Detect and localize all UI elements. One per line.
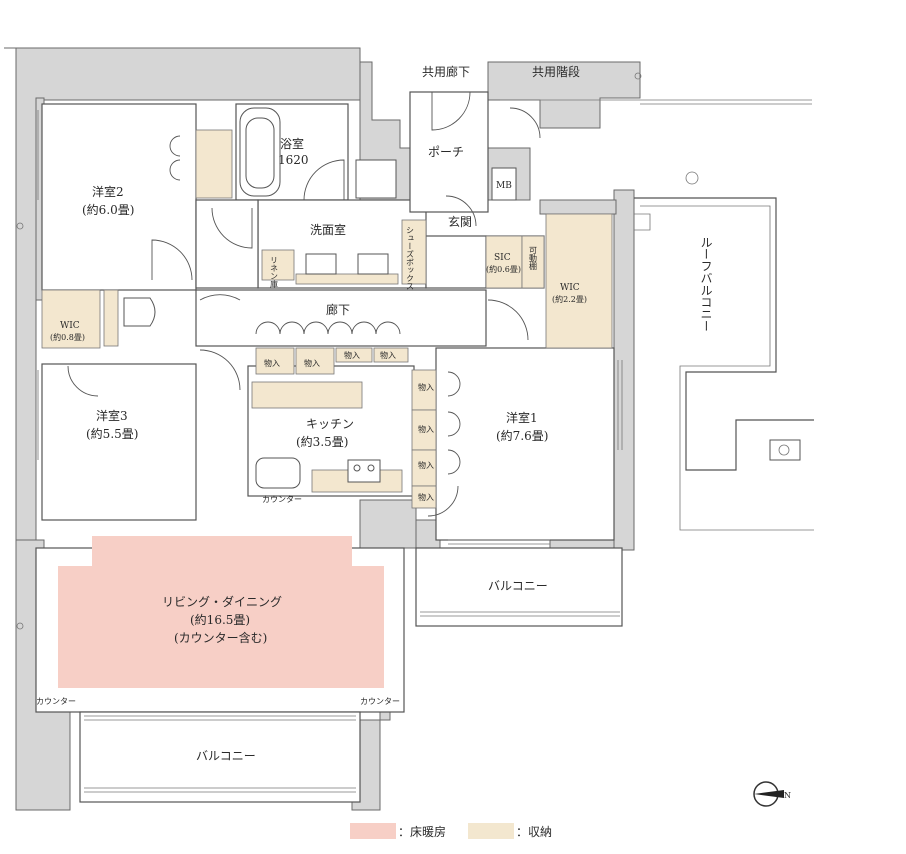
label-shoes-box: シューズボックス [406,226,415,290]
label-mb: MB [496,181,512,191]
label-storage-4: 物入 [380,350,396,360]
label-wic-main-size: (約2.2畳) [552,294,587,304]
label-wic-small: WIC [60,321,80,331]
label-storage-6: 物入 [418,424,434,434]
label-western3-size: (約5.5畳) [86,426,138,441]
label-kitchen-size: (約3.5畳) [296,434,348,449]
label-counter-right: カウンター [360,697,400,706]
legend-swatch-storage [468,823,514,839]
fixtures [123,107,517,489]
label-living-size: (約16.5畳) [190,612,250,627]
label-sic: SIC [494,253,511,263]
label-storage-1: 物入 [264,358,280,368]
label-bath: 浴室 [280,136,304,151]
legend-floor-heating: ：床暖房 [398,824,446,839]
label-bath-size: 1620 [278,153,309,167]
label-storage-7: 物入 [418,460,434,470]
label-sic-size: (約0.6畳) [486,264,521,274]
label-western1-size: (約7.6畳) [496,428,548,443]
label-living-note: (カウンター含む) [174,630,267,645]
label-hallway: 廊下 [326,302,350,317]
label-wic-small-size: (約0.8畳) [50,332,85,342]
label-living: リビング・ダイニング [162,594,282,609]
label-western2-size: (約6.0畳) [82,202,134,217]
label-storage-8: 物入 [418,492,434,502]
label-porch: ポーチ [428,145,464,159]
label-balcony-bottom: バルコニー [196,749,256,763]
label-counter-left: カウンター [36,697,76,706]
label-roof-balcony: ルーフバルコニー [699,236,713,332]
label-western1: 洋室1 [506,410,538,425]
label-balcony-right: バルコニー [488,579,548,593]
label-movable-shelf: 可動棚 [529,246,538,271]
label-storage-3: 物入 [344,350,360,360]
label-western2: 洋室2 [92,184,124,199]
legend-storage: ：収納 [516,825,552,839]
label-storage-2: 物入 [304,358,320,368]
label-storage-5: 物入 [418,382,434,392]
doors [67,91,541,517]
compass: N [753,781,791,807]
label-washroom: 洗面室 [310,222,346,237]
label-counter: カウンター [262,495,302,504]
label-kitchen: キッチン [306,417,354,431]
label-common-corridor: 共用廊下 [422,64,470,79]
compass-north-label: N [784,791,791,800]
room-labels: 共用廊下 共用階段 洋室2 (約6.0畳) 浴室 1620 ポーチ MB 玄関 … [36,64,713,763]
label-western3: 洋室3 [96,408,128,423]
legend-swatch-floor-heating [350,823,396,839]
floor-heating-area [58,536,384,688]
label-linen: リネン庫 [270,256,279,289]
storage-areas [41,129,613,509]
roof-balcony-outline [16,72,814,630]
legend: ：床暖房 ：収納 [350,823,552,839]
label-common-stairs: 共用階段 [532,64,580,79]
windows [37,99,812,793]
label-entrance: 玄関 [448,214,472,229]
label-wic-main: WIC [560,283,580,293]
